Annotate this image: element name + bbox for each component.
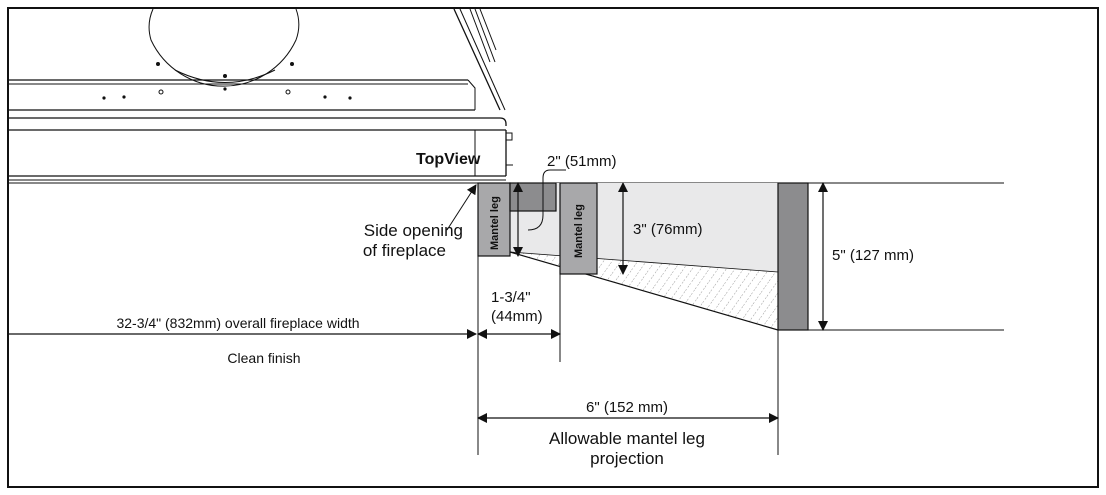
svg-text:Mantel leg: Mantel leg [573, 204, 585, 258]
svg-text:2" (51mm): 2" (51mm) [547, 153, 617, 170]
svg-text:6" (152 mm): 6" (152 mm) [586, 399, 668, 416]
dim-overall-width: 32-3/4" (832mm) overall fireplace width … [9, 315, 477, 366]
svg-text:Clean finish: Clean finish [227, 350, 300, 366]
svg-text:3" (76mm): 3" (76mm) [633, 221, 703, 238]
top-view-label: TopView [416, 151, 481, 168]
svg-text:1-3/4": 1-3/4" [491, 289, 531, 306]
mantel-leg-2 [509, 182, 557, 212]
svg-text:Mantel leg: Mantel leg [489, 196, 501, 250]
dim-3in: 3" (76mm) [618, 182, 703, 275]
mantel-leg-3: Mantel leg [559, 182, 598, 275]
svg-text:Allowable mantel leg: Allowable mantel leg [549, 429, 705, 448]
svg-text:(44mm): (44mm) [491, 308, 543, 325]
dim-2in: 2" (51mm) [513, 153, 617, 257]
vent-circle [148, 8, 300, 87]
svg-text:32-3/4" (832mm) overall firepl: 32-3/4" (832mm) overall fireplace width [116, 315, 359, 331]
fireplace-body: TopView [9, 8, 513, 184]
svg-text:5" (127 mm): 5" (127 mm) [832, 247, 914, 264]
mantel-leg-4 [777, 182, 809, 331]
svg-text:projection: projection [590, 449, 664, 468]
svg-text:of fireplace: of fireplace [363, 241, 446, 260]
dim-5in: 5" (127 mm) [818, 182, 914, 331]
dim-6in: 6" (152 mm) Allowable mantel leg project… [477, 399, 779, 468]
mantel-leg-1: Mantel leg [477, 182, 511, 257]
side-opening-label: Side opening of fireplace [363, 184, 477, 260]
svg-text:Side opening: Side opening [364, 221, 463, 240]
dim-1-3-4in: 1-3/4" (44mm) [477, 289, 561, 339]
